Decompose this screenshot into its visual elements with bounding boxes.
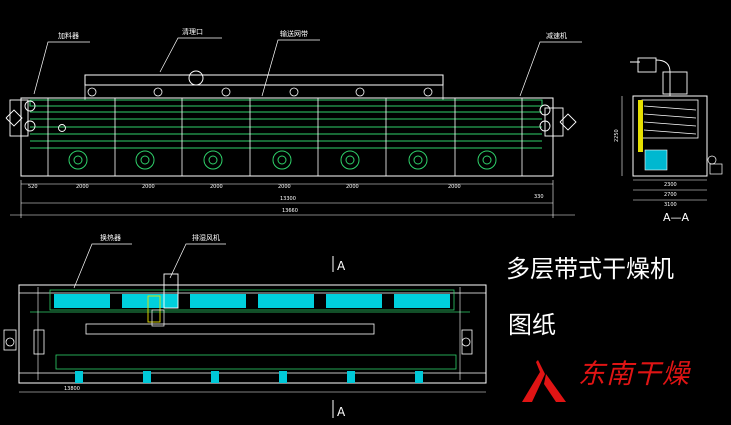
title-line-2: 图纸 bbox=[508, 311, 556, 339]
title-line-1: 多层带式干燥机 bbox=[506, 255, 674, 283]
dim-segment-6: 2000 bbox=[346, 184, 359, 190]
inspection-port-circle bbox=[188, 70, 204, 86]
feeder-unit bbox=[5, 99, 66, 137]
callout-cleaning-port: 清理口 bbox=[182, 27, 203, 36]
section-label-aa: A—A bbox=[663, 211, 690, 224]
brand-name: 东南干燥 bbox=[578, 359, 690, 390]
top-rail bbox=[84, 74, 444, 86]
dim-segment-8: 330 bbox=[534, 194, 544, 200]
section-marker-top: A bbox=[337, 259, 346, 273]
front-elevation: 加料器 清理口 输送网带 减速机 520 2000 2000 2000 2000… bbox=[5, 27, 582, 218]
reducer-unit bbox=[539, 104, 577, 137]
side-fan-box bbox=[644, 149, 668, 171]
dim-segment-1: 520 bbox=[28, 184, 38, 190]
person-logo-icon bbox=[522, 360, 566, 402]
dim-overall: 13300 bbox=[280, 196, 296, 202]
callout-heat-exchanger: 换热器 bbox=[100, 233, 121, 242]
plan-view: 换热器 排湿风机 13800 A A bbox=[3, 233, 487, 419]
callout-reducer: 减速机 bbox=[546, 31, 567, 40]
dim-height: 2250 bbox=[614, 129, 620, 142]
side-body bbox=[632, 95, 708, 177]
dim-segment-3: 2000 bbox=[142, 184, 155, 190]
dim-segment-7: 2000 bbox=[448, 184, 461, 190]
callout-feeder: 加料器 bbox=[58, 31, 79, 40]
top-motors bbox=[87, 87, 433, 97]
main-body bbox=[20, 97, 554, 177]
callout-conveyor-belt: 输送网带 bbox=[280, 29, 308, 38]
dim-plan-overall: 13800 bbox=[64, 386, 80, 392]
dim-width-1: 2300 bbox=[664, 182, 677, 188]
heat-exchangers bbox=[54, 294, 450, 308]
central-duct bbox=[85, 323, 375, 335]
dim-segment-4: 2000 bbox=[210, 184, 223, 190]
dim-overall-outer: 13660 bbox=[282, 208, 298, 214]
dim-width-2: 2700 bbox=[664, 192, 677, 198]
plan-fans bbox=[75, 371, 423, 383]
section-marker-bottom: A bbox=[337, 405, 346, 419]
conveyor-belts bbox=[30, 111, 542, 149]
dim-width-3: 3100 bbox=[664, 202, 677, 208]
dim-segment-5: 2000 bbox=[278, 184, 291, 190]
dim-segment-2: 2000 bbox=[76, 184, 89, 190]
bottom-fans bbox=[68, 150, 497, 170]
side-view: 2250 2300 2700 3100 A—A bbox=[614, 57, 723, 224]
callout-exhaust-fan: 排湿风机 bbox=[192, 233, 220, 242]
plan-body bbox=[18, 284, 487, 384]
